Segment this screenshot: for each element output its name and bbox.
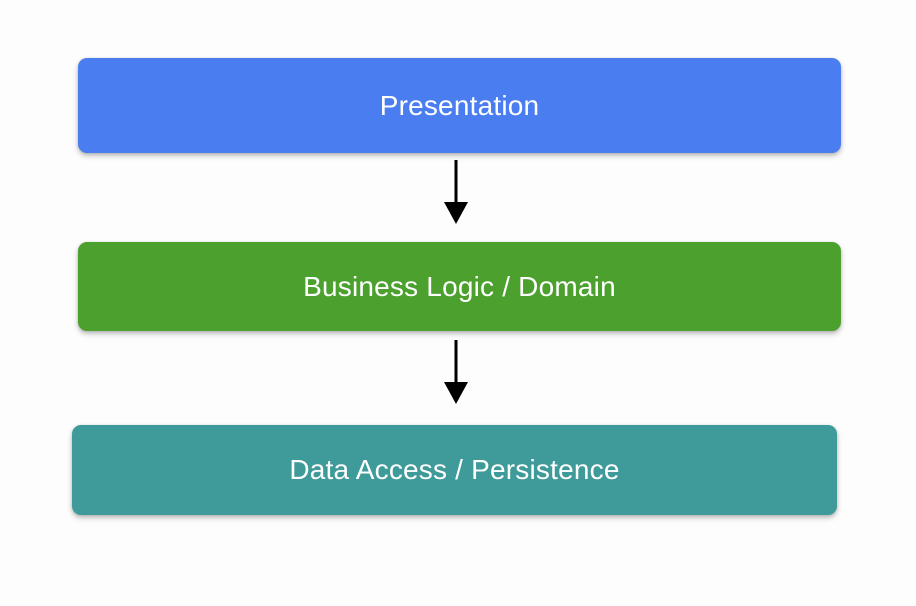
layer-node-presentation[interactable]: Presentation xyxy=(78,58,841,153)
layer-node-presentation-label: Presentation xyxy=(379,89,540,121)
arrow-business-to-data-icon xyxy=(444,340,468,404)
layer-node-data-access[interactable]: Data Access / Persistence xyxy=(72,425,837,515)
arrow-presentation-to-business-icon xyxy=(444,160,468,224)
layer-node-business-logic-label: Business Logic / Domain xyxy=(303,270,616,302)
layer-node-data-access-label: Data Access / Persistence xyxy=(289,454,620,485)
layer-node-business-logic[interactable]: Business Logic / Domain xyxy=(78,242,841,331)
